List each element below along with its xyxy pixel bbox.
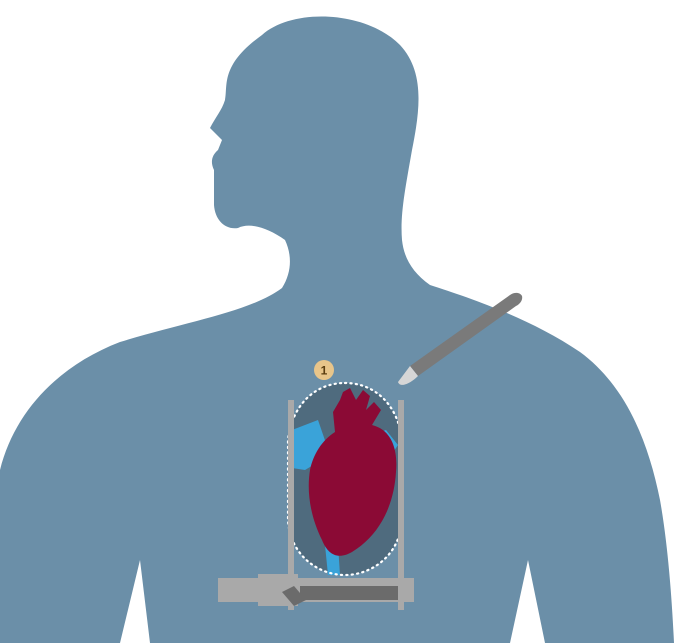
marker-label: 1	[321, 364, 328, 378]
incision-marker: 1	[314, 360, 334, 380]
retractor-rack	[300, 586, 398, 600]
